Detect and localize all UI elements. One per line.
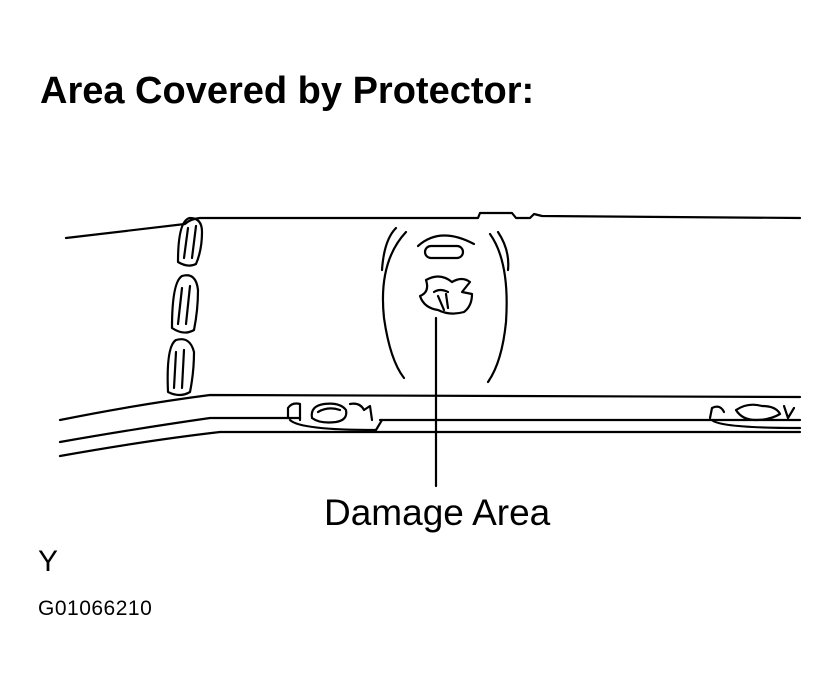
slot-oval [423, 244, 465, 260]
protector-area-outline [380, 226, 510, 384]
lower-edge-line-1 [58, 393, 802, 422]
lower-edge-line-2 [58, 416, 302, 444]
upper-edge-line [64, 211, 802, 240]
code-letter: Y [38, 545, 59, 578]
damage-clip [418, 275, 474, 315]
lower-edge-line-3 [58, 430, 802, 458]
damage-area-label: Damage Area [324, 492, 551, 533]
bottom-clip-left [286, 402, 384, 432]
bottom-clip-right [708, 403, 802, 430]
figure-code: G01066210 [38, 597, 153, 620]
rib-slots [166, 216, 204, 397]
diagram-title: Area Covered by Protector: [40, 70, 535, 112]
